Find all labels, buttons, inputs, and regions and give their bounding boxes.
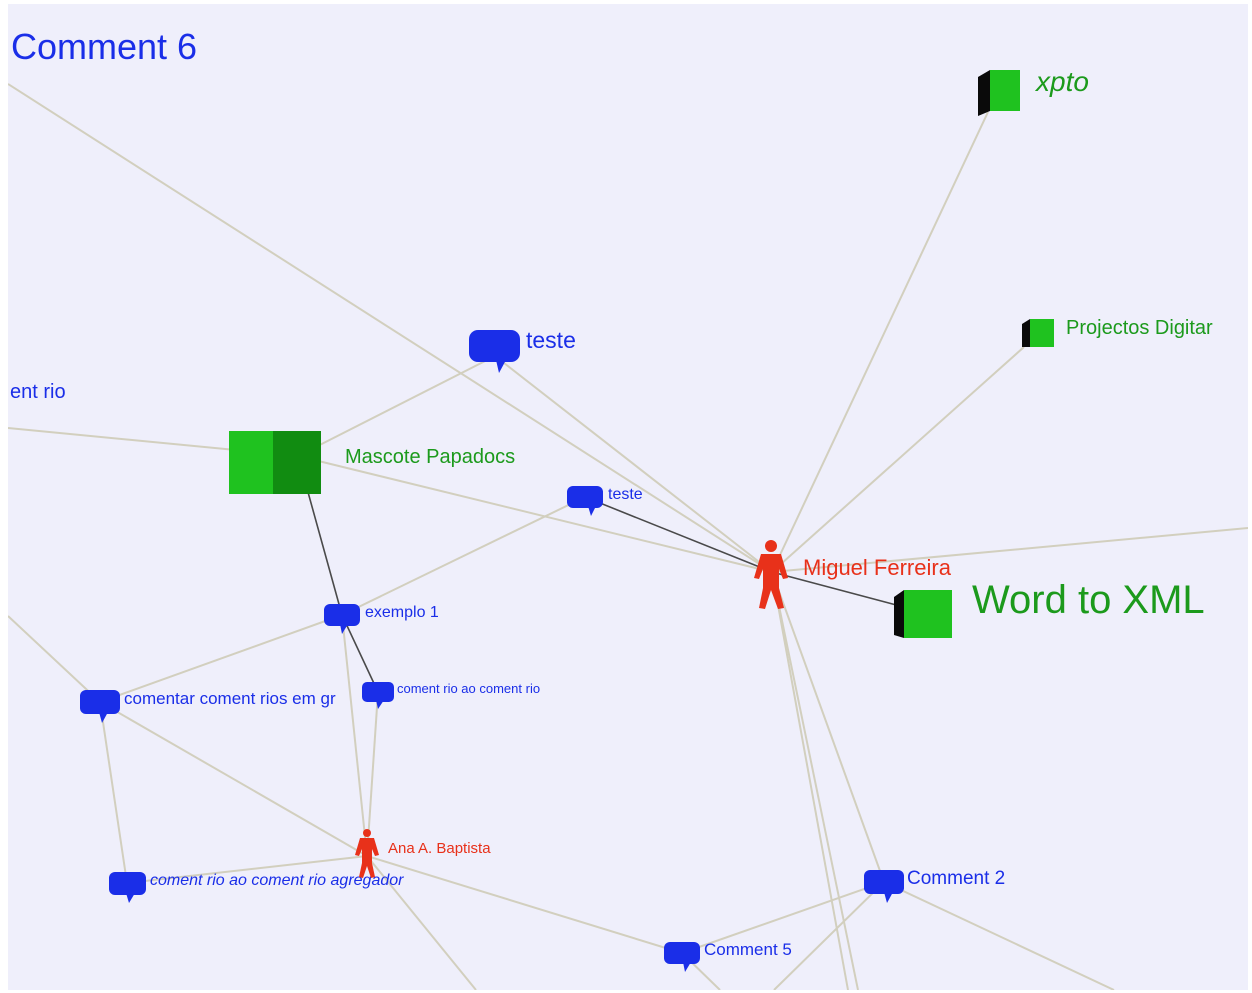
document-node-xpto[interactable]: xpto (978, 66, 1089, 116)
person-label: Miguel Ferreira (803, 555, 952, 580)
comment-label: Comment 5 (704, 940, 792, 959)
person-node-miguel-ferreira[interactable]: Miguel Ferreira (754, 540, 952, 609)
comment-node-coment-rio[interactable]: coment rio ao coment rio (362, 681, 540, 709)
graph-canvas[interactable]: Comment 6 ent rio xpto Projectos Digitar (8, 4, 1248, 990)
edge-projectos-miguel (771, 346, 1025, 573)
comment-node-coment-rio-agregador[interactable]: coment rio ao coment rio agregador (109, 872, 404, 903)
document-node-mascote-papadocs[interactable]: Mascote Papadocs (229, 431, 515, 494)
person-node-ana-baptista[interactable]: Ana A. Baptista (355, 829, 491, 878)
edge-comentarGrupo-ana (99, 701, 368, 857)
comment-label: exemplo 1 (365, 604, 439, 621)
speech-bubble-icon (864, 870, 904, 903)
edge-ana-bottomC (366, 855, 477, 990)
edge-miguel-bottomB (771, 571, 849, 990)
cube-icon (229, 431, 321, 494)
edge-comment6-miguel (8, 83, 773, 573)
comment-rio-label[interactable]: ent rio (10, 381, 66, 403)
comment-label: comentar coment rios em gr (124, 689, 336, 708)
comment-6-label[interactable]: Comment 6 (11, 26, 197, 67)
edge-comment2-bottomF (883, 881, 1115, 990)
edge-teste2-miguel (584, 496, 773, 573)
speech-bubble-icon (567, 486, 603, 516)
edge-miguel-comment2 (771, 571, 885, 883)
person-icon (355, 829, 379, 878)
document-node-projectos-digitar[interactable]: Projectos Digitar (1022, 317, 1213, 347)
comment-label: teste (526, 327, 576, 353)
comment-node-teste[interactable]: teste (469, 327, 576, 373)
comment-label: coment rio ao coment rio agregador (150, 872, 404, 889)
edge-miguel-rightEdge (771, 527, 1248, 573)
speech-bubble-icon (80, 690, 120, 723)
comment-node-teste-small[interactable]: teste (567, 486, 643, 516)
comment-node-comentar-grupo[interactable]: comentar coment rios em gr (80, 689, 336, 723)
document-label: xpto (1034, 66, 1089, 97)
speech-bubble-icon (109, 872, 146, 903)
edge-leftEdge-comentarGrupo (8, 615, 101, 703)
edge-miguel-wordxml (771, 571, 901, 607)
comment-label: coment rio ao coment rio (397, 681, 540, 696)
comment-node-comment-5[interactable]: Comment 5 (664, 940, 792, 972)
speech-bubble-icon (664, 942, 700, 972)
edge-layer (8, 83, 1248, 990)
edge-exemplo-comentarGrupo (99, 614, 343, 703)
comment-node-exemplo-1[interactable]: exemplo 1 (324, 604, 439, 634)
cube-icon (978, 70, 1020, 116)
document-label: Mascote Papadocs (345, 446, 515, 468)
document-label: Word to XML (972, 578, 1205, 622)
document-node-word-to-xml[interactable]: Word to XML (894, 578, 1205, 638)
person-icon (754, 540, 788, 609)
edge-exemplo-comentRio (341, 614, 379, 693)
edge-ana-comment5 (366, 855, 683, 954)
edge-teste1-miguel (494, 355, 773, 573)
edge-exemplo-ana (341, 614, 368, 857)
person-label: Ana A. Baptista (388, 840, 491, 857)
comment-label: teste (608, 486, 643, 503)
cube-icon (894, 590, 952, 638)
edge-comentRio-ana (366, 691, 379, 857)
edge-miguel-bottomA (771, 571, 859, 990)
edge-comentarGrupo-comentAgregador (99, 701, 128, 884)
edge-teste2-exemplo (341, 496, 586, 616)
comment-label: Comment 2 (907, 868, 1005, 889)
document-label: Projectos Digitar (1066, 317, 1213, 339)
edge-mascote-miguel (297, 455, 773, 573)
speech-bubble-icon (362, 682, 394, 709)
comment-node-comment-2[interactable]: Comment 2 (864, 868, 1005, 903)
edge-xpto-miguel (771, 111, 989, 573)
edge-comment5-comment2 (681, 881, 885, 954)
edge-comentAgregador-ana (126, 855, 368, 884)
network-graph[interactable]: Comment 6 ent rio xpto Projectos Digitar (8, 4, 1248, 990)
edge-comment2-bottomE (773, 881, 885, 990)
cube-icon (1022, 319, 1054, 347)
edge-mascote-teste1 (297, 355, 496, 457)
node-layer: Comment 6 ent rio xpto Projectos Digitar (10, 26, 1213, 972)
speech-bubble-icon (469, 330, 520, 373)
speech-bubble-icon (324, 604, 360, 634)
